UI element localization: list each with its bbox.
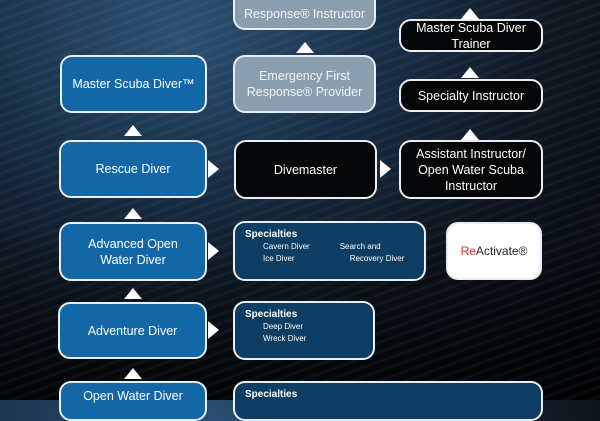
arrow-right-icon	[380, 160, 391, 178]
specialty-item: Wreck Diver	[263, 334, 307, 343]
specialty-item: Ice Diver	[263, 254, 295, 263]
reactivate-box[interactable]: ReActivate®	[446, 222, 542, 280]
master-scuba-diver-box[interactable]: Master Scuba Diver™	[60, 55, 207, 113]
msdt-box[interactable]: Master Scuba Diver Trainer	[399, 19, 543, 52]
arrow-up-icon	[461, 129, 479, 140]
reactivate-logo: ReActivate®	[460, 244, 528, 258]
efr-instructor-box[interactable]: Response® Instructor	[233, 0, 376, 30]
arrow-right-icon	[208, 321, 219, 339]
label: Open Water Diver	[83, 389, 183, 403]
adventure-diver-box[interactable]: Adventure Diver	[58, 302, 207, 359]
arrow-right-icon	[208, 160, 219, 178]
label: Master Scuba Diver™	[72, 77, 195, 91]
specialty-item: Search and	[339, 242, 381, 251]
specialty-item: Cavern Diver	[263, 242, 310, 251]
label: Assistant Instructor/ Open Water Scuba I…	[416, 146, 526, 193]
label: Emergency First Response® Provider	[246, 69, 363, 99]
label: Rescue Diver	[95, 162, 171, 176]
arrow-up-icon	[124, 368, 142, 379]
specialties-heading: Specialties	[245, 389, 298, 400]
label: Advanced Open Water Diver	[88, 236, 178, 267]
label: Adventure Diver	[87, 323, 178, 338]
open-water-diver-box[interactable]: Open Water Diver	[59, 381, 207, 421]
arrow-up-icon	[124, 288, 142, 299]
arrow-up-icon	[124, 208, 142, 219]
efr-provider-box[interactable]: Emergency First Response® Provider	[233, 55, 376, 113]
specialties-box-1[interactable]: Specialties Cavern Diver Search and Ice …	[233, 221, 426, 281]
label: Response® Instructor	[243, 7, 366, 21]
specialties-box-3[interactable]: Specialties	[233, 381, 543, 421]
arrow-up-icon	[124, 125, 142, 136]
specialty-item: Recovery Diver	[349, 254, 405, 263]
label: Divemaster	[273, 162, 338, 177]
arrow-up-icon	[461, 8, 479, 19]
specialty-item: Deep Diver	[263, 322, 304, 331]
specialties-heading: Specialties	[245, 309, 298, 320]
label: Specialty Instructor	[417, 88, 525, 103]
specialties-heading: Specialties	[245, 229, 298, 240]
specialties-box-2[interactable]: Specialties Deep Diver Wreck Diver	[233, 301, 375, 360]
arrow-right-icon	[208, 242, 219, 260]
arrow-up-icon	[461, 67, 479, 78]
assistant-instructor-box[interactable]: Assistant Instructor/ Open Water Scuba I…	[399, 140, 543, 199]
label: Master Scuba Diver Trainer	[416, 20, 526, 51]
rescue-diver-box[interactable]: Rescue Diver	[59, 140, 207, 198]
advanced-open-water-box[interactable]: Advanced Open Water Diver	[59, 222, 207, 281]
arrow-up-icon	[296, 42, 314, 53]
divemaster-box[interactable]: Divemaster	[234, 140, 377, 199]
specialty-instructor-box[interactable]: Specialty Instructor	[399, 79, 543, 112]
